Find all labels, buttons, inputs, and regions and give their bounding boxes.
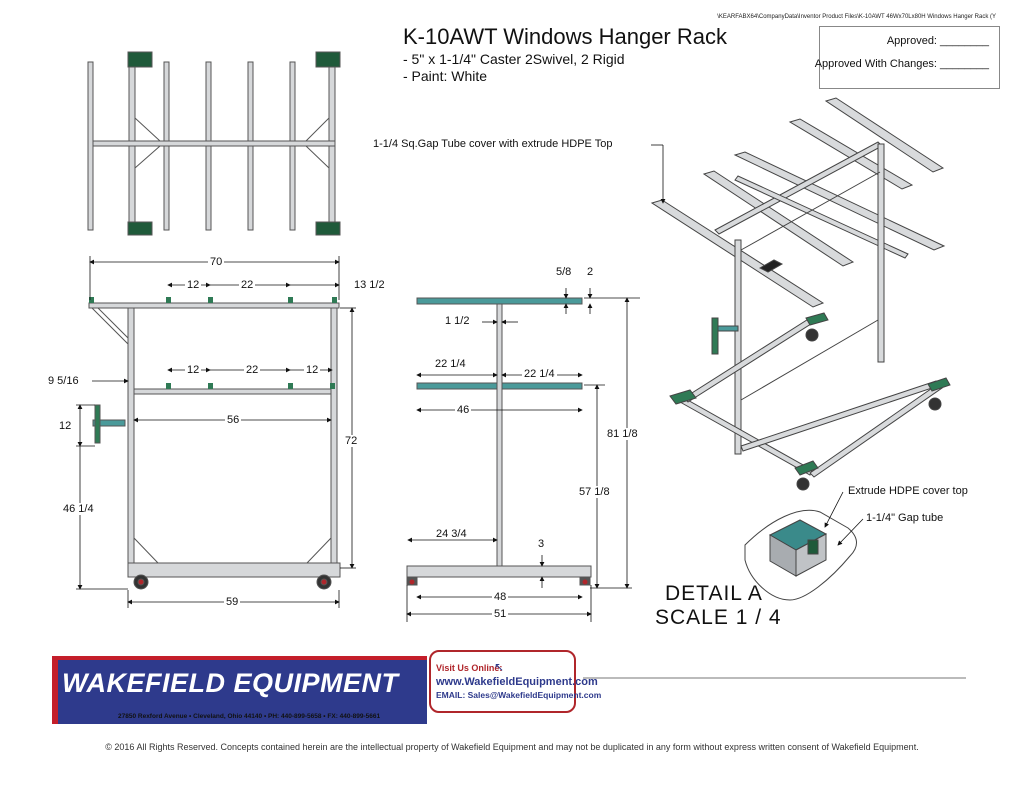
dim-mid-12b: 12 <box>304 364 321 376</box>
callout-leaders <box>651 144 864 546</box>
dim-mid-12a: 12 <box>185 364 202 376</box>
website-link[interactable]: www.WakefieldEquipment.com <box>436 676 598 688</box>
isometric-view <box>650 97 951 491</box>
cursor-icon: ↖ <box>494 660 505 674</box>
dim-1-5: 1 1/2 <box>445 315 470 327</box>
dim-48: 48 <box>492 591 509 603</box>
front-view <box>88 297 341 590</box>
dim-51: 51 <box>492 608 509 620</box>
visit-label: Visit Us Online: <box>436 663 503 673</box>
callout-tube-cover: 1-1/4 Sq.Gap Tube cover with extrude HDP… <box>373 138 613 150</box>
email-link[interactable]: EMAIL: Sales@WakefieldEquipment.com <box>436 690 602 700</box>
dim-base-59: 59 <box>224 596 241 608</box>
file-path: \KEARFABX64\CompanyData\Inventor Product… <box>717 14 996 20</box>
top-view <box>87 51 341 236</box>
dim-handle-12: 12 <box>59 420 72 432</box>
contact-box <box>429 650 576 713</box>
spec-caster: - 5" x 1-1/4" Caster 2Swivel, 2 Rigid <box>403 51 625 67</box>
spec-paint: - Paint: White <box>403 68 488 84</box>
approved-changes-field: Approved With Changes: ________ <box>814 58 989 70</box>
dim-mid-22: 22 <box>244 364 261 376</box>
detail-scale: SCALE 1 / 4 <box>655 606 782 629</box>
dim-top-22: 22 <box>239 279 256 291</box>
dim-inner-56: 56 <box>225 414 242 426</box>
dim-24: 24 3/4 <box>436 528 467 540</box>
dim-22a: 22 1/4 <box>435 358 466 370</box>
side-view <box>406 297 592 586</box>
dim-3: 3 <box>538 538 545 550</box>
callout-extrude-top: Extrude HDPE cover top <box>848 485 968 497</box>
dim-overall-width: 70 <box>208 256 225 268</box>
dim-57: 57 1/8 <box>579 486 610 498</box>
callout-gap-tube: 1-1/4" Gap tube <box>866 512 944 524</box>
detail-label: DETAIL A <box>665 582 763 605</box>
dim-top-12: 12 <box>185 279 202 291</box>
company-address: 27850 Rexford Avenue • Cleveland, Ohio 4… <box>118 713 381 720</box>
dim-top-13-5: 13 1/2 <box>354 279 385 291</box>
dim-height-72: 72 <box>343 435 360 447</box>
copyright-footer: © 2016 All Rights Reserved. Concepts con… <box>105 742 919 752</box>
dim-22b: 22 1/4 <box>522 368 557 380</box>
dim-5-8: 5/8 <box>556 266 572 278</box>
dim-46: 46 <box>455 404 472 416</box>
detail-a <box>744 509 857 601</box>
company-logo: WAKEFIELD EQUIPMENT <box>62 668 399 698</box>
dim-handle-46: 46 1/4 <box>63 503 94 515</box>
page-title: K-10AWT Windows Hanger Rack <box>403 24 727 49</box>
dim-81: 81 1/8 <box>607 428 638 440</box>
dim-2: 2 <box>587 266 594 278</box>
dim-offset-9: 9 5/16 <box>48 375 79 387</box>
approved-field: Approved: ________ <box>886 35 989 47</box>
approval-box: Approved: ________ Approved With Changes… <box>815 26 1000 89</box>
company-logo-bar <box>52 656 427 724</box>
